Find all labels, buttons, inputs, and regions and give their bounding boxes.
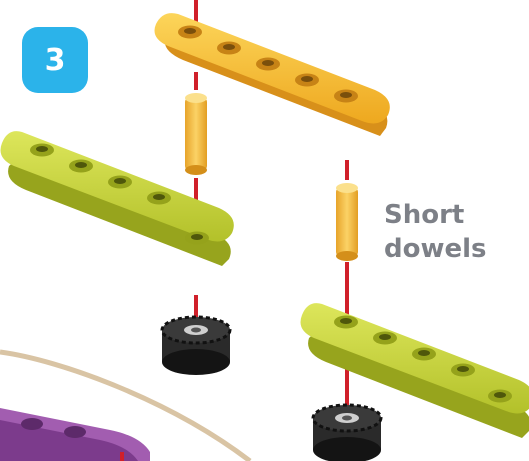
green-bar-left [0, 131, 234, 266]
yellow-bar [154, 13, 390, 136]
label-line-2: dowels [384, 234, 487, 264]
label-line-1: Short [384, 200, 465, 230]
step-number-badge: 3 [22, 27, 88, 93]
green-bar-right [300, 303, 529, 438]
purple-bar [0, 408, 150, 461]
step-divider [0, 349, 252, 461]
wheel-left [160, 315, 232, 375]
short-dowel-right [336, 183, 358, 261]
short-dowel-left [185, 93, 207, 175]
short-dowels-label: Short dowels [384, 198, 487, 266]
wheel-right [311, 403, 383, 461]
